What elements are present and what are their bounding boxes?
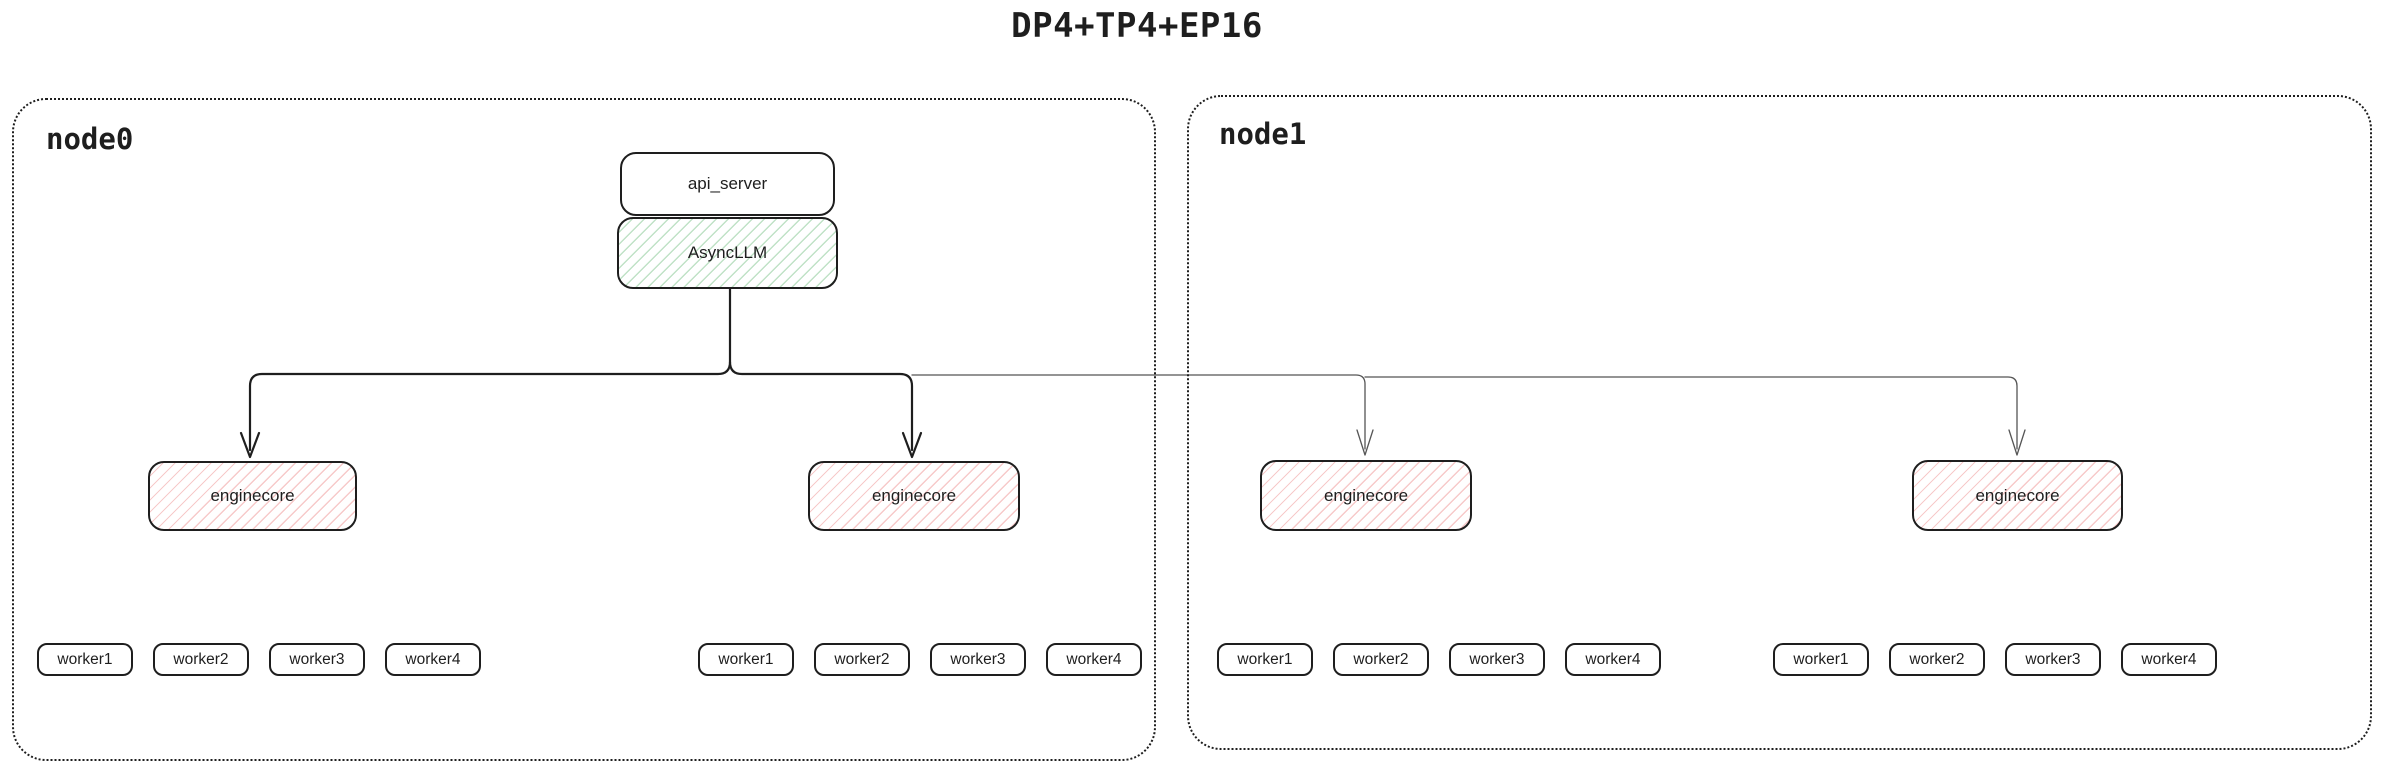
worker-box: worker4 [1046,643,1142,676]
enginecore-box-3: enginecore [1260,460,1472,531]
worker-box: worker4 [2121,643,2217,676]
worker-group-4: worker1 worker2 worker3 worker4 [1773,643,2217,676]
worker-box: worker4 [1565,643,1661,676]
enginecore-box-4: enginecore [1912,460,2123,531]
node1-container: node1 [1187,95,2372,750]
enginecore-box-2: enginecore [808,461,1020,531]
worker-box: worker2 [153,643,249,676]
worker-box: worker1 [1773,643,1869,676]
worker-box: worker2 [1333,643,1429,676]
enginecore-label: enginecore [871,486,957,505]
worker-box: worker3 [2005,643,2101,676]
worker-box: worker3 [930,643,1026,676]
worker-group-2: worker1 worker2 worker3 worker4 [698,643,1142,676]
worker-group-3: worker1 worker2 worker3 worker4 [1217,643,1661,676]
enginecore-label: enginecore [1323,485,1409,505]
enginecore-box-1: enginecore [148,461,357,531]
worker-box: worker1 [1217,643,1313,676]
node0-label: node0 [46,122,134,156]
enginecore-label: enginecore [210,486,295,505]
worker-box: worker4 [385,643,481,676]
api-server-label: api_server [687,174,768,193]
worker-group-1: worker1 worker2 worker3 worker4 [37,643,481,676]
diagram-title: DP4+TP4+EP16 [1011,6,1263,46]
worker-box: worker1 [37,643,133,676]
worker-box: worker3 [1449,643,1545,676]
enginecore-label: enginecore [1975,485,2060,505]
api-server-box: api_server [620,152,835,216]
asyncllm-box: AsyncLLM [617,217,838,289]
worker-box: worker1 [698,643,794,676]
worker-box: worker2 [1889,643,1985,676]
asyncllm-label: AsyncLLM [687,243,768,262]
worker-box: worker2 [814,643,910,676]
node1-label: node1 [1219,117,1307,151]
node0-container: node0 [12,98,1156,761]
worker-box: worker3 [269,643,365,676]
